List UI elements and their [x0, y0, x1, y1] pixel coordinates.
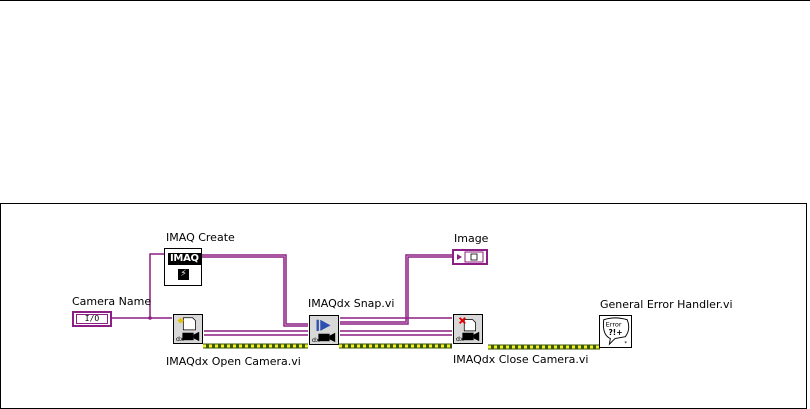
open-camera-icon: dx [174, 315, 202, 343]
close-camera-node[interactable]: dx [453, 314, 483, 344]
top-border-line [0, 0, 810, 1]
svg-text:?!+: ?!+ [608, 328, 622, 337]
error-handler-label: General Error Handler.vi [600, 298, 733, 311]
camera-name-terminal-text: I/O [76, 314, 108, 324]
image-wire[interactable] [202, 254, 452, 327]
image-indicator-icon [457, 251, 484, 263]
close-camera-label: IMAQdx Close Camera.vi [453, 353, 589, 366]
camera-name-label: Camera Name [72, 295, 152, 308]
imaq-create-label: IMAQ Create [166, 231, 235, 244]
camera-name-terminal[interactable]: I/O [72, 311, 112, 327]
imaq-create-node[interactable]: IMAQ ⚡ [164, 248, 202, 286]
svg-text:dx: dx [312, 336, 320, 344]
snap-icon: dx [310, 316, 338, 344]
image-indicator-terminal[interactable] [452, 249, 488, 265]
session-wire[interactable] [112, 253, 452, 336]
open-camera-label: IMAQdx Open Camera.vi [166, 355, 301, 368]
svg-text:dx: dx [176, 335, 184, 343]
image-label: Image [454, 232, 489, 245]
open-camera-node[interactable]: dx [173, 314, 203, 344]
error-handler-icon: Error ?!+ * [600, 316, 631, 347]
close-camera-icon: dx [454, 315, 482, 343]
error-handler-node[interactable]: Error ?!+ * [599, 315, 632, 348]
error-icon-label: Error [606, 320, 622, 328]
lightning-icon: ⚡ [178, 269, 189, 280]
snap-label: IMAQdx Snap.vi [308, 297, 395, 310]
block-diagram-frame [0, 203, 807, 409]
snap-node[interactable]: dx [309, 315, 339, 345]
imaq-create-icon-text: IMAQ [168, 253, 201, 265]
svg-text:*: * [624, 341, 627, 347]
svg-text:dx: dx [456, 335, 464, 343]
error-wire[interactable] [203, 343, 600, 350]
wire-junction [148, 316, 152, 320]
